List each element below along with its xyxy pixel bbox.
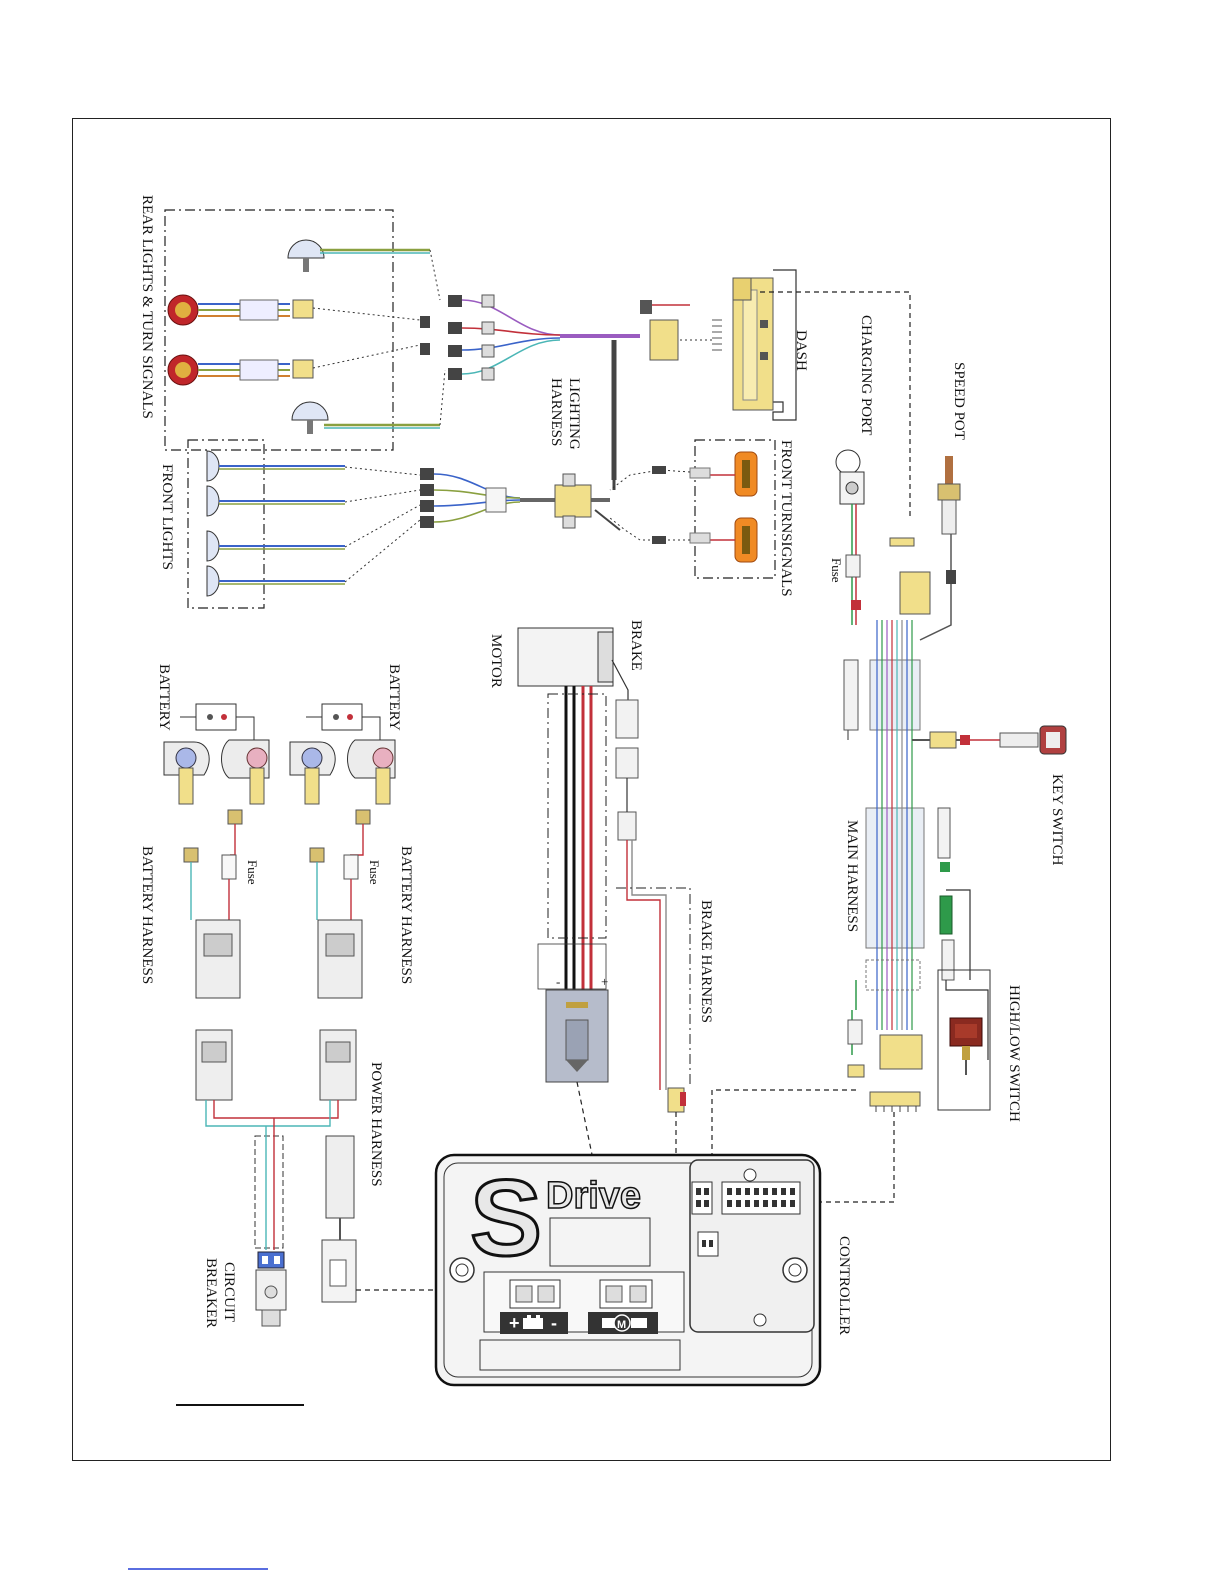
bottom-link-underline: [128, 1568, 268, 1570]
front-turnsignal-top: [690, 452, 757, 496]
battery-terminal-socket: [510, 1280, 560, 1308]
controller-brand-word: Drive: [546, 1175, 641, 1217]
front-turnsignals-label: FRONT TURNSIGNALS: [778, 440, 794, 597]
controller-connector-small: [692, 1182, 712, 1214]
key-switch-label: KEY SWITCH: [1049, 774, 1065, 866]
controller-brake-connector: [698, 1232, 718, 1256]
motor-plus-label: +: [601, 974, 608, 989]
battery-terminal-label: + -: [500, 1312, 568, 1334]
rear-dome-light-top: [288, 240, 430, 272]
circuit-breaker-label-line2: BREAKER: [203, 1258, 219, 1328]
battery-bottom: BATTERY: [156, 664, 269, 804]
battery-harness-top: Fuse BATTERY HARNESS: [310, 810, 414, 998]
front-dome-light-3: [207, 531, 345, 561]
key-switch: KEY SWITCH: [912, 726, 1066, 866]
brake-harness-label: BRAKE HARNESS: [698, 900, 714, 1023]
battery-bottom-fuse-label: Fuse: [245, 860, 260, 885]
battery-harness-bottom-label: BATTERY HARNESS: [139, 846, 155, 984]
brake: BRAKE: [612, 620, 644, 840]
front-turnsignal-bottom: [690, 518, 757, 562]
rear-lights-boundary: [165, 210, 393, 450]
controller: S Drive: [436, 1155, 852, 1385]
controller-connector-main: [722, 1182, 800, 1214]
motor-terminal-label: M: [588, 1312, 658, 1334]
front-dome-light-2: [207, 486, 345, 516]
rear-lights-label: REAR LIGHTS & TURN SIGNALS: [139, 195, 155, 419]
front-harness-connectors: [420, 468, 620, 530]
lighting-harness-label-line1: LIGHTING: [566, 378, 582, 450]
circuit-breaker-label-line1: CIRCUIT: [221, 1262, 237, 1322]
charging-port: CHARGING PORT Fuse: [829, 315, 874, 625]
battery-harness-top-label: BATTERY HARNESS: [398, 846, 414, 984]
brake-label: BRAKE: [628, 620, 644, 671]
rear-turn-signal-left: [168, 295, 313, 325]
front-dotted-links: [345, 467, 420, 582]
circuit-breaker: CIRCUIT BREAKER: [203, 1252, 286, 1328]
svg-text:M: M: [617, 1319, 626, 1331]
dash-label: DASH: [793, 330, 809, 371]
motor-label: MOTOR: [488, 634, 504, 688]
battery-harness-bottom: Fuse BATTERY HARNESS: [139, 810, 260, 998]
charging-port-fuse-label: Fuse: [829, 558, 844, 583]
controller-label: CONTROLLER: [836, 1236, 852, 1335]
front-dome-light-1: [207, 451, 345, 481]
battery-top-label: BATTERY: [386, 664, 402, 731]
battery-bottom-label: BATTERY: [156, 664, 172, 731]
high-low-switch: HIGH/LOW SWITCH: [938, 808, 1022, 1122]
rear-dotted-links: [313, 250, 445, 425]
front-dome-light-4: [207, 566, 345, 596]
rear-lights-group: REAR LIGHTS & TURN SIGNALS: [139, 195, 440, 450]
lighting-harness-label-line2: HARNESS: [548, 378, 564, 446]
speed-pot-label: SPEED POT: [951, 362, 967, 440]
high-low-switch-label: HIGH/LOW SWITCH: [1006, 985, 1022, 1122]
rear-dome-light-bottom: [292, 402, 440, 434]
rear-turn-signal-right: [168, 355, 313, 385]
front-lights-group: FRONT LIGHTS: [159, 440, 345, 608]
motor-terminal-socket: [600, 1280, 652, 1308]
front-turnsignals-group: FRONT TURNSIGNALS: [610, 440, 794, 597]
controller-brand-letter: S: [470, 1157, 542, 1278]
svg-text:+: +: [509, 1313, 520, 1333]
svg-text:-: -: [551, 1313, 557, 1333]
charging-port-label: CHARGING PORT: [858, 315, 874, 435]
main-harness-label: MAIN HARNESS: [844, 820, 860, 932]
dash-connector-pins: [712, 320, 722, 350]
main-harness: MAIN HARNESS: [844, 538, 930, 1112]
front-lights-label: FRONT LIGHTS: [159, 464, 175, 570]
lighting-harness: LIGHTING HARNESS: [420, 295, 690, 490]
power-harness-label: POWER HARNESS: [368, 1062, 384, 1187]
motor-minus-label: -: [556, 974, 560, 989]
battery-top-fuse-label: Fuse: [367, 860, 382, 885]
battery-top: BATTERY: [290, 664, 402, 804]
motor: MOTOR - +: [488, 628, 613, 990]
